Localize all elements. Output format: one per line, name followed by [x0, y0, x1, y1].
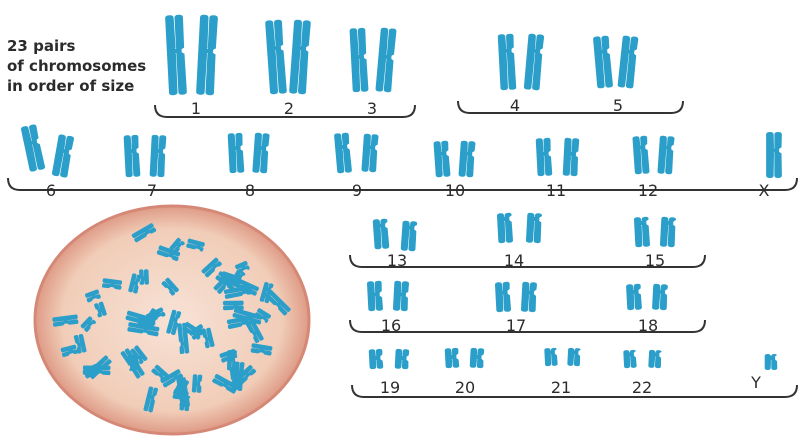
chr15-a	[634, 217, 650, 248]
chr11-a	[536, 138, 553, 177]
chr14-b	[526, 213, 542, 244]
label-21: 21	[551, 378, 571, 397]
label-7: 7	[147, 181, 157, 200]
label-12: 12	[638, 181, 658, 200]
chr10-a	[433, 141, 450, 178]
chr1-b	[196, 15, 218, 96]
chr21-a	[544, 348, 558, 367]
label-2: 2	[284, 99, 294, 118]
chrY	[765, 354, 778, 370]
chr2-a	[265, 20, 287, 95]
label-y: Y	[750, 373, 761, 392]
chr6-a	[21, 124, 46, 172]
chr10-b	[458, 141, 475, 178]
chr17-a	[495, 282, 511, 313]
chr11-b	[563, 138, 580, 177]
chr22-b	[648, 350, 662, 369]
chr4-a	[498, 34, 517, 91]
chr5-a	[593, 35, 613, 88]
chr20-b	[470, 348, 485, 369]
chr14-a	[497, 213, 513, 244]
chr16-b	[393, 281, 409, 312]
chr4-b	[524, 33, 545, 90]
label-x: X	[759, 181, 770, 200]
label-3: 3	[367, 99, 377, 118]
chr3-a	[349, 28, 368, 93]
label-15: 15	[645, 251, 665, 270]
label-14: 14	[504, 251, 524, 270]
label-16: 16	[381, 316, 401, 335]
bracket-4-5	[458, 101, 683, 113]
chr9-a	[334, 132, 352, 173]
label-1: 1	[191, 99, 201, 118]
chr16-a	[367, 281, 383, 312]
chr8-b	[252, 133, 269, 174]
label-9: 9	[352, 181, 362, 200]
label-13: 13	[387, 251, 407, 270]
chr5-b	[617, 35, 638, 88]
chr13-a	[373, 219, 390, 250]
chrX	[766, 132, 782, 178]
chr3-b	[375, 27, 396, 92]
chr2-b	[289, 20, 311, 95]
chr15-b	[660, 217, 676, 248]
label-20: 20	[455, 378, 475, 397]
label-6: 6	[46, 181, 56, 200]
chr13-b	[401, 221, 418, 252]
chr22-a	[623, 350, 637, 369]
label-8: 8	[245, 181, 255, 200]
chr12-a	[632, 136, 649, 175]
label-17: 17	[506, 316, 526, 335]
bracket-19-y	[352, 385, 797, 397]
chr12-b	[657, 136, 674, 175]
label-4: 4	[510, 96, 520, 115]
chr21-b	[567, 348, 581, 367]
chr9-b	[361, 134, 378, 173]
chr8-a	[228, 133, 245, 174]
chr18-b	[652, 284, 668, 311]
chr7-a	[124, 135, 141, 178]
label-5: 5	[613, 96, 623, 115]
bracket-6-x	[8, 178, 797, 190]
chr19-a	[369, 349, 384, 370]
chr1-a	[165, 15, 187, 96]
label-22: 22	[632, 378, 652, 397]
chr19-b	[395, 349, 410, 370]
chr6-b	[52, 134, 75, 178]
label-18: 18	[638, 316, 658, 335]
label-19: 19	[380, 378, 400, 397]
chr17-b	[521, 282, 537, 313]
chr18-a	[626, 284, 642, 311]
label-10: 10	[445, 181, 465, 200]
chr7-b	[150, 135, 167, 178]
chr20-a	[445, 348, 460, 369]
label-11: 11	[546, 181, 566, 200]
